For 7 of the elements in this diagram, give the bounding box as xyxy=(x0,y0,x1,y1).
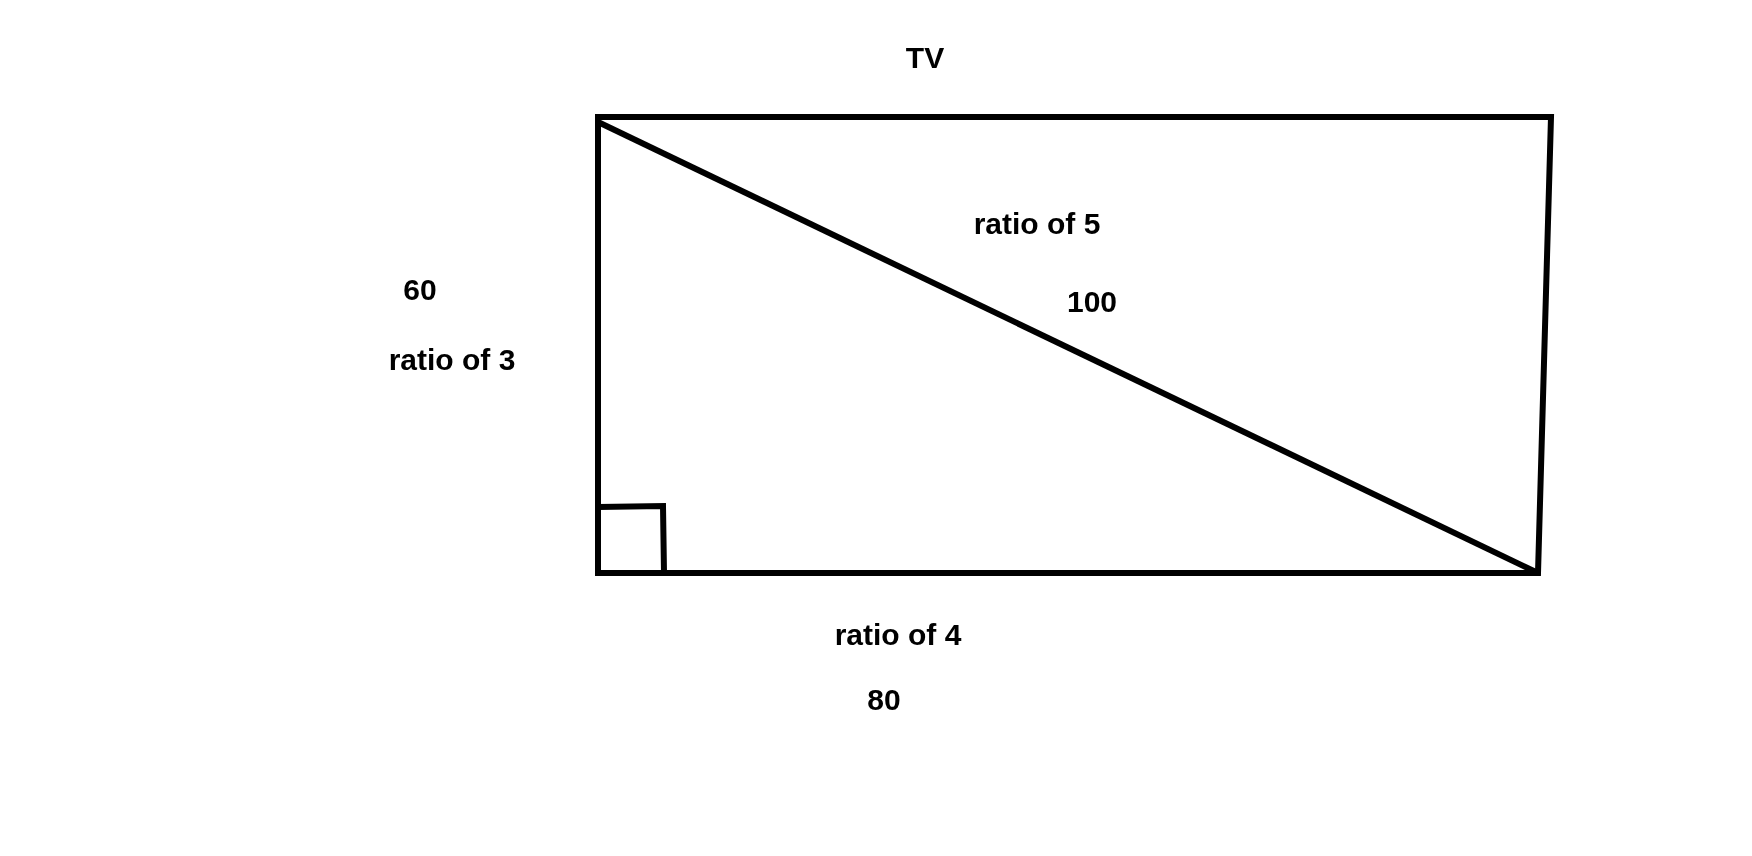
dimension-label: 60 xyxy=(403,275,437,305)
dimension-label: ratio of 5 xyxy=(973,209,1101,239)
dimension-label: ratio of 3 xyxy=(388,345,516,375)
dimension-label: ratio of 4 xyxy=(834,620,962,650)
dimension-label: 80 xyxy=(867,685,901,715)
title: TV xyxy=(905,43,945,73)
dimension-label: 100 xyxy=(1066,287,1118,317)
